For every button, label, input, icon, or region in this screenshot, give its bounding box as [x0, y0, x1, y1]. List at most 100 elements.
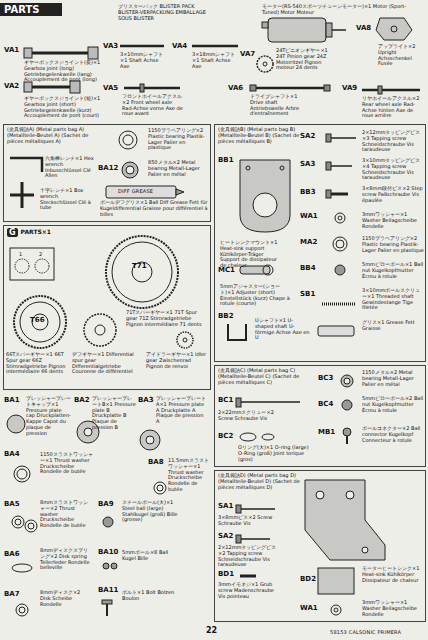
part-description: 3×8mm段付ビス×2 Step screw Paßschraube Vis é… — [362, 186, 424, 203]
small-text: 58153 CALSONIC PRIMERA — [330, 630, 401, 636]
drawing-shape — [250, 87, 330, 90]
drawing-shape — [250, 85, 256, 91]
drawing-shape — [305, 480, 385, 560]
drawing-shape — [376, 18, 412, 40]
part-description: 3mmワッシャー×1 Washer Beilagscheibe Rondelle — [362, 212, 424, 229]
part-description: Oリング(大)×1 O-ring (large) O-Ring (groß) J… — [238, 445, 310, 462]
drawing-shape — [331, 605, 341, 615]
drawing-shape — [106, 604, 108, 616]
part-description: アイドラーギヤー×1 Idler gear Zwischenrad Pignon… — [146, 352, 208, 369]
part-description: 3mmイモネジ×1 Grub screw Madenschraube Vis p… — [218, 582, 278, 599]
drawing-shape — [70, 81, 80, 93]
part-number: VA5 — [103, 84, 118, 92]
drawing-shape — [362, 547, 368, 553]
gear-drawing — [10, 236, 193, 348]
part-number: BD2 — [300, 575, 316, 583]
part-number: VA6 — [228, 84, 243, 92]
small-text: 1 — [19, 252, 22, 258]
drawing-shape — [236, 505, 241, 513]
drawing-shape — [157, 485, 163, 491]
part-description: プレッシャープレートB×1 Pressure plate B Druckplat… — [92, 396, 136, 431]
part-description: ギヤーボックスジョイント(短)×1 Gearbox joint (short) … — [24, 96, 102, 119]
drawing-shape — [32, 86, 70, 89]
drawing-shape — [103, 563, 109, 569]
part-number: BA4 — [4, 450, 20, 458]
drawing-shape — [122, 162, 138, 178]
drawing-shape — [331, 165, 352, 167]
drawing-shape — [346, 491, 354, 499]
bag-heading: (金具袋詰A) (Metal parts bag A) (Metallteile… — [7, 127, 91, 144]
part-description: 2×12mmタッピングビス×2 Tapping screw Schneidsch… — [218, 545, 278, 568]
part-description: ボルト×1 Bolt Bolzen Boulon — [122, 590, 178, 602]
part-description: 1150プラベアリング×2 Plastic bearing Plastik-La… — [148, 128, 208, 151]
part-number: VA3 — [103, 42, 118, 50]
part-number: BC2 — [218, 432, 233, 440]
part-description: 850メタル×2 Metal bearing Metall-Lager Pali… — [148, 160, 208, 177]
part-number: SB1 — [300, 290, 315, 298]
part-number: VA8 — [356, 24, 371, 32]
part-number: VA1 — [4, 46, 19, 54]
drawing-shape — [10, 182, 34, 208]
bag-heading: (金具袋詰B) (Metal parts bag B) (Metallteile… — [218, 127, 302, 144]
drawing-shape — [335, 213, 345, 223]
part-description: 1150プラベアリング×2 Plastic bearing Plastik-La… — [362, 236, 424, 253]
drawing-shape — [177, 332, 193, 348]
small-text: 2 — [39, 252, 42, 258]
drawing-shape — [19, 607, 25, 613]
part-description: 2×22mmスクリュー×2 Screw Schraube Vis — [218, 410, 278, 422]
drawing-shape — [240, 433, 256, 441]
drawing-shape — [241, 401, 300, 403]
drawing-shape — [10, 248, 54, 280]
wrench-drawing — [10, 158, 42, 208]
part-number: BA7 — [4, 590, 20, 598]
drawing-shape — [280, 166, 284, 170]
drawing-shape — [240, 575, 256, 578]
part-description: 十字レンチ×1 Box wrench Steckschlüssel Clé à … — [40, 188, 95, 211]
part-description: プレッシャープレートキャップ×1 Pressure plate cap Druc… — [26, 396, 72, 436]
part-description: 1150スラストワッシャー×1 Thrust washer Druckschei… — [40, 452, 96, 475]
drawing-shape — [335, 265, 345, 275]
drawing-shape — [120, 45, 164, 48]
drawing-shape — [344, 378, 350, 384]
drawing-shape — [391, 26, 397, 32]
part-number: SA2 — [218, 532, 233, 540]
drawing-shape — [262, 22, 268, 28]
part-description: デフギヤー×1 Differential spur gear Different… — [72, 352, 140, 375]
part-description: 3×10mmボールスクリュー×1 Threaded shaft Gewindes… — [362, 288, 424, 311]
part-description: 24Tピニオンギヤー×1 24T Pinion gear 24Z Motorri… — [276, 48, 336, 71]
part-description: 5mmアジャスター(ショート)×1 Adjuster (short) Einst… — [220, 284, 292, 307]
pinion-drawing — [257, 56, 273, 72]
part-description: 3×18mmシャフト×1 Shaft Achse Axe — [192, 52, 238, 69]
drawing-shape — [241, 508, 275, 510]
part-description: 11.5mmスラストワッシャー×1 Thrust washer Drucksch… — [168, 458, 210, 493]
drawing-shape — [236, 398, 241, 407]
drawing-shape — [316, 491, 324, 499]
drawing-shape — [236, 535, 241, 543]
drawing-shape — [124, 87, 180, 90]
shaft-drawing — [120, 46, 420, 94]
drawing-shape — [183, 338, 187, 342]
part-number: T71 — [132, 262, 147, 270]
box-heading: (金具袋詰A) (Metal parts bag A) (Metallteile… — [7, 127, 91, 144]
drawing-shape — [28, 523, 34, 529]
drawing-shape — [12, 516, 24, 528]
small-text: DIFF GREASE — [118, 189, 153, 195]
part-number: VA9 — [342, 84, 357, 92]
drawing-shape — [25, 520, 37, 532]
part-number: SA2 — [300, 132, 315, 140]
drawing-shape — [112, 242, 172, 302]
drawing-shape — [192, 45, 238, 48]
part-description: リヤホイールアクスル×2 Rear wheel axle Rad-Achse h… — [362, 96, 424, 119]
drawing-shape — [126, 166, 134, 174]
drawing-shape — [24, 82, 32, 92]
part-number: BB2 — [218, 312, 234, 320]
part-description: ボールコネクター×2 Ball connector Kugelkopf Conn… — [362, 426, 424, 443]
drawing-shape — [253, 193, 277, 217]
drawing-shape — [326, 134, 331, 142]
part-number: VA4 — [172, 42, 187, 50]
part-description: フロントホイールアクスル×2 Front wheel axle Rad-Achs… — [122, 94, 184, 117]
drawing-shape — [95, 325, 105, 335]
bag-heading: (金具袋詰C) (Metal parts bag C) (Metallteile… — [218, 368, 302, 385]
drawing-shape — [346, 436, 348, 444]
